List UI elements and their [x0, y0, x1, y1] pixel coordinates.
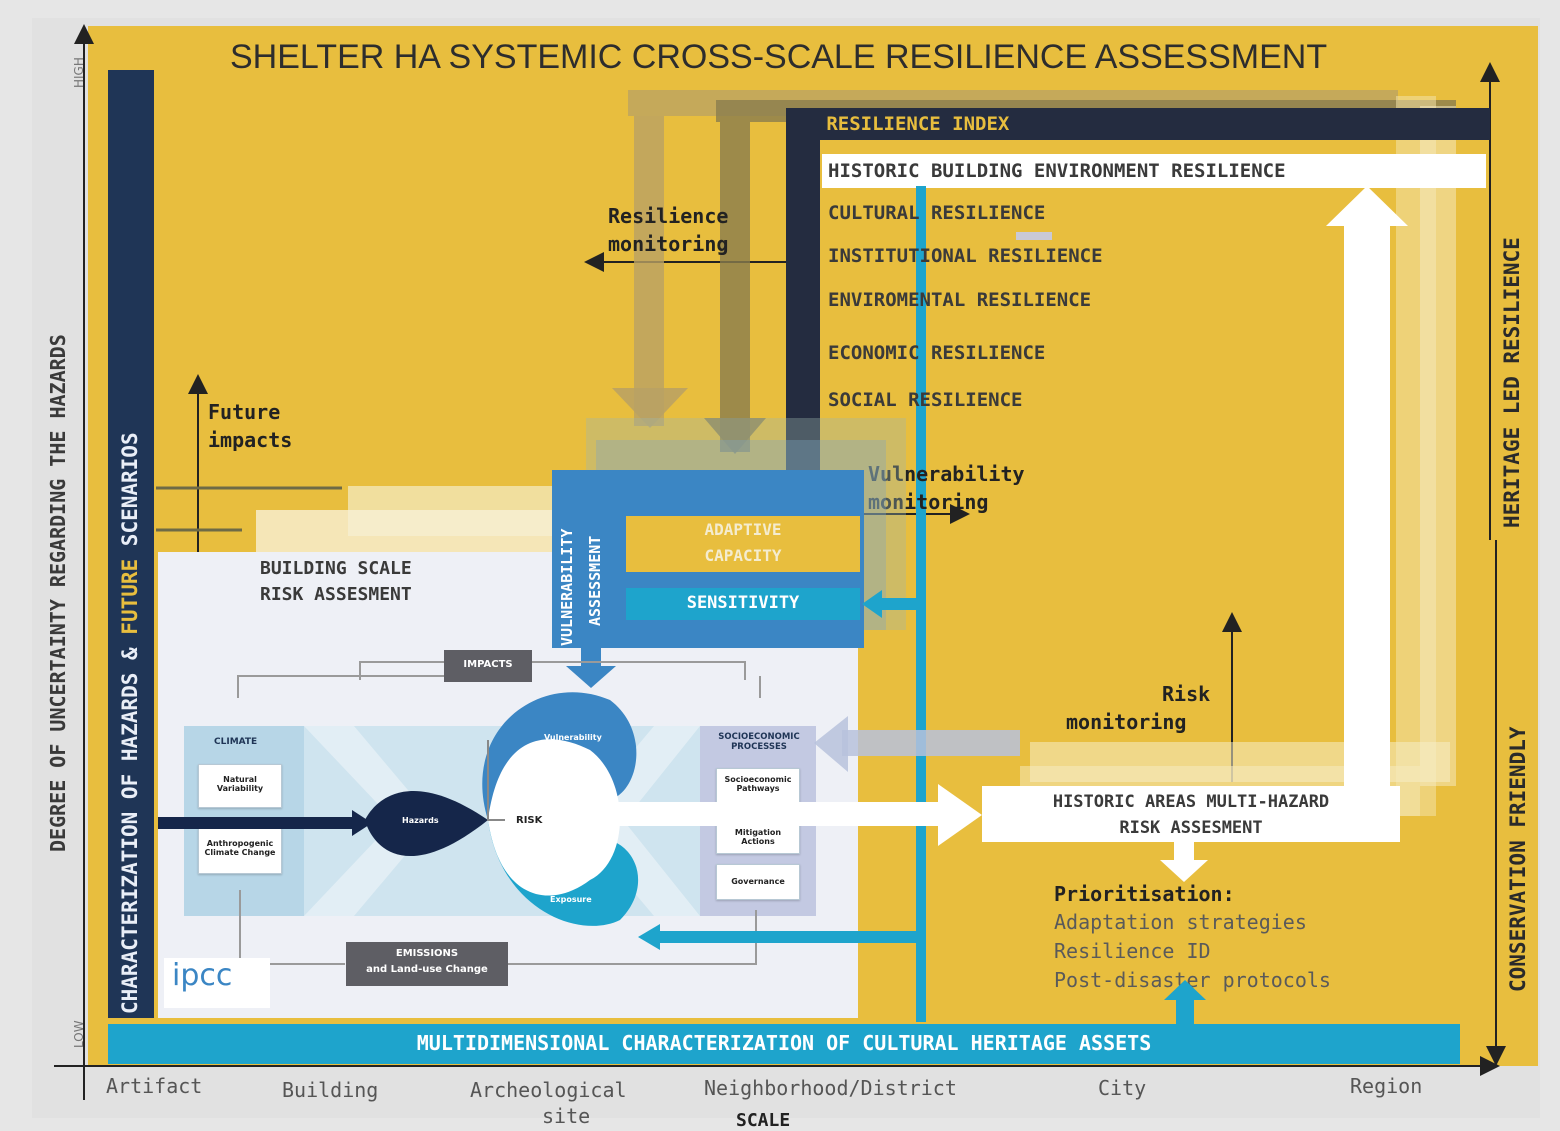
monitoring-down-2 [720, 122, 750, 452]
socioeconomic-arrow [814, 716, 1020, 772]
historic-areas-label-2: RISK ASSESMENT [1119, 818, 1263, 838]
resilience-monitoring-label-1: Resilience [608, 204, 729, 228]
anthropogenic-box: Anthropogenic Climate Change [198, 828, 282, 874]
vulnerability-monitoring-label-1: Vulnerability [868, 462, 1025, 486]
resilience-up-arrowhead [1326, 186, 1408, 226]
resilience-index-title: HA RESILIENCE INDEX [792, 113, 1010, 135]
adaptive-capacity-label-1: ADAPTIVE [704, 520, 782, 539]
adaptive-capacity-label-2: CAPACITY [704, 546, 782, 565]
right-band-2 [1420, 106, 1456, 786]
scale-archeological: Archeological [470, 1078, 627, 1102]
resilience-index-down-bar [786, 108, 820, 486]
building-stack-2 [256, 510, 576, 560]
resilience-index-bar [786, 108, 1490, 140]
y-axis-high: HIGH [72, 57, 86, 88]
hazards-input-arrow [158, 810, 372, 836]
sensitivity-label: SENSITIVITY [686, 593, 800, 613]
cyan-connector-vertical [916, 186, 926, 1022]
hazards-bar [108, 70, 154, 1018]
scale-building: Building [282, 1078, 379, 1102]
future-impacts-label-2: impacts [208, 428, 293, 452]
small-grey-marker [1016, 232, 1052, 240]
resilience-item: HISTORIC BUILDING ENVIRONMENT RESILIENCE [828, 160, 1286, 182]
resilience-item: ENVIROMENTAL RESILIENCE [828, 289, 1092, 311]
ipcc-logo-box [164, 958, 270, 1008]
risk-label: RISK [516, 815, 543, 826]
risk-monitoring-label-2: monitoring [1066, 710, 1187, 734]
scale-axis-label: SCALE [736, 1110, 791, 1131]
risk-monitoring-label-1: Risk [1162, 682, 1211, 706]
emissions-label-1: EMISSIONS [395, 948, 459, 959]
future-impacts-label-1: Future [208, 400, 281, 424]
resilience-item: ECONOMIC RESILIENCE [828, 342, 1046, 364]
monitoring-down-1 [634, 116, 664, 426]
resilience-up-shaft [1344, 220, 1390, 800]
impacts-label: IMPACTS [463, 659, 513, 670]
y-axis-low: LOW [72, 1020, 86, 1048]
vulnerability-assessment-label-1: VULNERABILITY [558, 528, 576, 646]
scale-neighborhood: Neighborhood/District [704, 1076, 957, 1100]
historic-down-arrow [1160, 842, 1208, 882]
heritage-assets-label: MULTIDIMENSIONAL CHARACTERIZATION OF CUL… [416, 1031, 1152, 1055]
historic-areas-label-1: HISTORIC AREAS MULTI-HAZARD [1052, 792, 1330, 812]
risk-propeller [237, 661, 761, 965]
hazards-bar-label: CHARACTERIZATION OF HAZARDS & FUTURE SCE… [118, 432, 142, 1014]
impacts-box [444, 650, 532, 682]
prioritisation-up-arrow [1164, 980, 1206, 1024]
resilience-item: INSTITUTIONAL RESILIENCE [828, 245, 1103, 267]
natural-variability-box: Natural Variability [198, 764, 282, 808]
adaptive-capacity-box [626, 516, 860, 572]
prioritisation-item: Resilience ID [1054, 939, 1211, 963]
vulnerability-monitoring-label-2: monitoring [868, 490, 989, 514]
prioritisation-title: Prioritisation: [1054, 882, 1235, 906]
emissions-label-2: and Land-use Change [366, 964, 488, 975]
emissions-box [346, 942, 508, 986]
mitigation-box: Mitigation Actions [716, 822, 800, 854]
resilience-monitoring-label-2: monitoring [608, 232, 729, 256]
scale-artifact: Artifact [106, 1074, 203, 1098]
resilience-item: SOCIAL RESILIENCE [828, 389, 1023, 411]
exposure-input-arrow [638, 924, 922, 950]
building-scale-label-1: BUILDING SCALE [260, 558, 412, 579]
prioritisation-item: Adaptation strategies [1054, 910, 1307, 934]
building-scale-label-2: RISK ASSESMENT [260, 584, 412, 605]
scale-city: City [1098, 1076, 1147, 1100]
scale-region: Region [1350, 1074, 1423, 1098]
historic-building-box [822, 154, 1486, 188]
sensitivity-arrow [862, 590, 920, 618]
scale-site: site [542, 1104, 591, 1128]
hazards-label: Hazards [402, 816, 439, 825]
sensitivity-box [626, 588, 860, 620]
y-axis-label: DEGREE OF UNCERTAINTY REGARDING THE HAZA… [46, 334, 70, 852]
right-axis-top-label: HERITAGE LED RESILIENCE [1500, 237, 1524, 528]
ipcc-logo: ipcc [172, 958, 233, 993]
page-title: SHELTER HA SYSTEMIC CROSS-SCALE RESILIEN… [230, 38, 1328, 76]
risk-to-historic-arrow [600, 784, 982, 846]
exposure-label: Exposure [550, 895, 592, 904]
monitoring-down-arrowhead-1 [612, 388, 688, 428]
historic-areas-box [982, 786, 1400, 842]
socioeconomic-label: SOCIOECONOMIC PROCESSES [718, 732, 800, 752]
governance-box: Governance [716, 864, 800, 900]
monitoring-down-arrowhead-2 [704, 418, 766, 454]
climate-label: CLIMATE [214, 737, 258, 747]
heritage-assets-bar [108, 1024, 1460, 1064]
vulnerability-assessment-label-2: ASSESSMENT [586, 535, 604, 626]
resilience-item: CULTURAL RESILIENCE [828, 202, 1046, 224]
right-axis-bottom-label: CONSERVATION FRIENDLY [1506, 726, 1530, 992]
vulnerability-label: Vulnerability [544, 733, 602, 742]
